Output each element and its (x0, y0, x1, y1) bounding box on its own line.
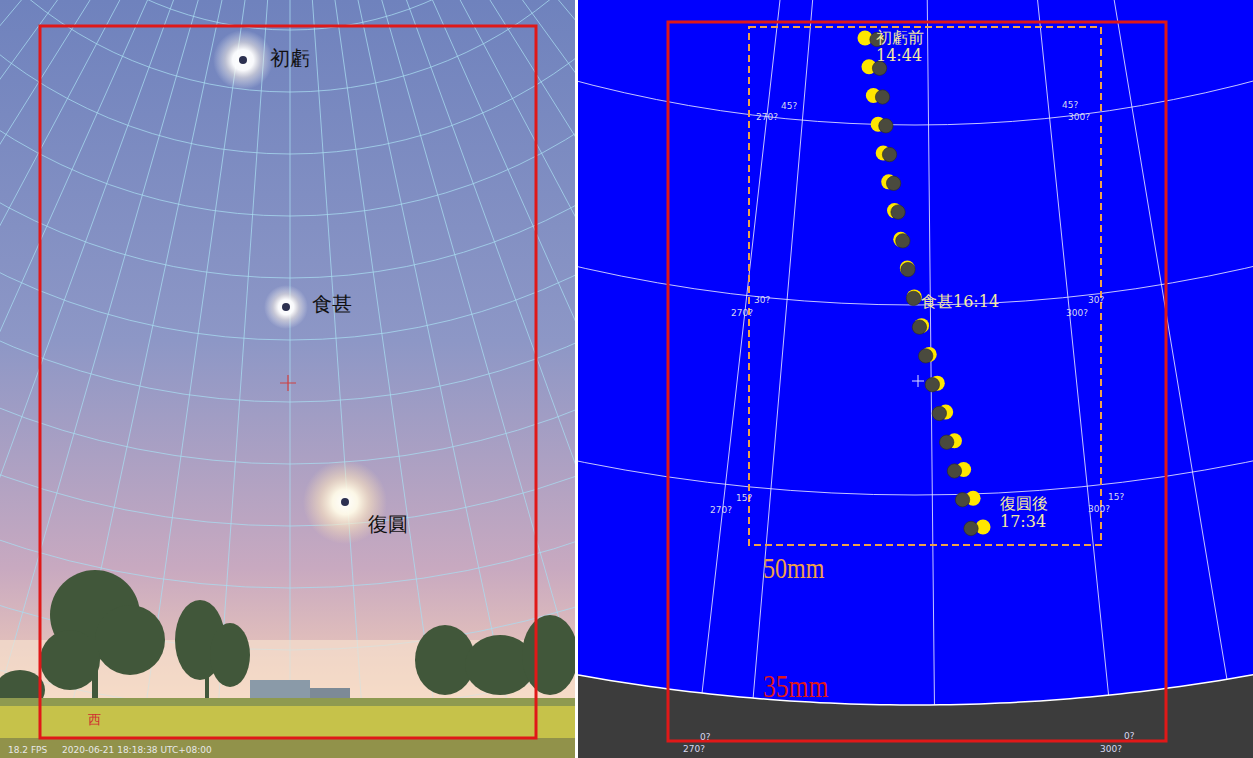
grid-label: 270? (710, 505, 732, 515)
grid-label: 270? (731, 308, 753, 318)
grid-label: 270? (683, 744, 705, 754)
status-text: 2020-06-21 18:18:38 UTC+08:00 (62, 745, 212, 755)
grid-label: 300? (1068, 112, 1090, 122)
time-label: 食甚16:14 (921, 293, 999, 311)
grid-label: 300? (1066, 308, 1088, 318)
phase-label: 復圓 (368, 513, 408, 536)
grid-label: 300? (1088, 504, 1110, 514)
lens-35mm-frame: 35mm 50mm (668, 22, 1166, 741)
focal-length-label: 35mm (763, 668, 828, 705)
grid-label: 270? (756, 112, 778, 122)
grid-label: 0? (700, 732, 711, 742)
lens-50mm-frame: 50mm (749, 27, 1101, 545)
time-label: 初虧前 14:44 (876, 29, 934, 66)
grid-label: 30? (754, 295, 770, 305)
grid-label: 300? (1100, 744, 1122, 754)
grid-label: 45? (1062, 100, 1078, 110)
time-label: 復圓後 17:34 (1000, 495, 1058, 532)
grid-label: 30? (1088, 295, 1104, 305)
focal-length-label: 50mm (763, 551, 824, 585)
grid-label: 0? (1124, 731, 1135, 741)
phase-label: 初虧 (270, 47, 310, 70)
phase-label: 食甚 (312, 293, 352, 316)
status-text: 18.2 FPS (8, 745, 47, 755)
grid-label: 45? (781, 101, 797, 111)
direction-label: 西 (88, 713, 101, 728)
grid-label: 15? (1108, 492, 1124, 502)
grid-label: 15? (736, 493, 752, 503)
